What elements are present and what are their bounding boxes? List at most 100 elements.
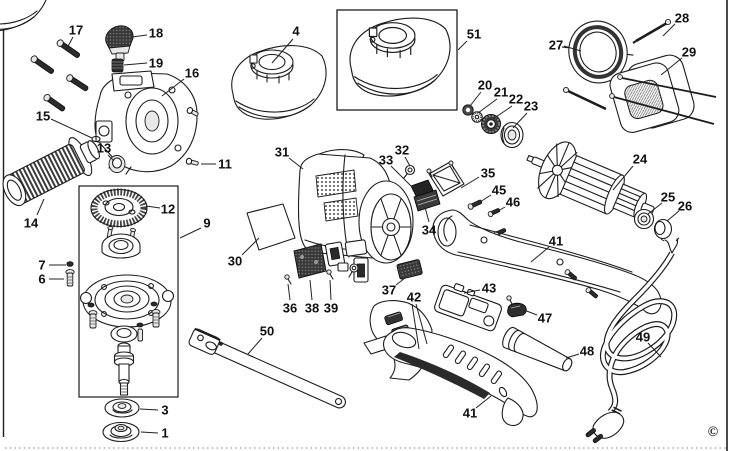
callout-34: 34	[422, 223, 437, 238]
part-3-inner-flange	[104, 398, 140, 418]
part-35-cover-plate	[426, 160, 465, 197]
leader-line-14	[36, 198, 45, 216]
part-11-screws	[185, 107, 199, 166]
leader-line-1	[140, 431, 159, 434]
leader-line-18	[131, 34, 148, 38]
leader-line-43	[463, 289, 481, 294]
part-27-baffle-ring	[561, 20, 634, 84]
callout-4: 4	[292, 24, 300, 39]
part-18-lock-button	[105, 25, 134, 62]
part-31-motor-housing	[297, 149, 414, 283]
callout-45: 45	[492, 183, 506, 198]
leader-line-50	[247, 337, 263, 355]
leader-line-9	[179, 227, 202, 239]
part-28-screw	[632, 18, 672, 44]
part-48-cord-protector	[502, 326, 573, 372]
callout-17: 17	[69, 23, 83, 38]
callout-27: 27	[549, 38, 563, 53]
callout-15: 15	[36, 109, 50, 124]
callout-24: 24	[633, 152, 648, 167]
leader-line-17	[65, 36, 74, 51]
part-7-nut	[66, 261, 74, 267]
callout-18: 18	[149, 26, 163, 41]
callout-51: 51	[467, 27, 481, 42]
callout-19: 19	[149, 56, 163, 71]
leader-line-22	[492, 105, 513, 120]
part-20-nut	[462, 104, 474, 116]
leader-line-25	[647, 202, 663, 215]
leader-line-37	[395, 277, 406, 286]
part-4-wheel-guard	[231, 45, 327, 120]
part-36-screw	[284, 274, 292, 285]
leader-line-49	[647, 342, 662, 358]
callout-13: 13	[97, 141, 111, 156]
leader-line-3	[139, 408, 159, 411]
callout-50: 50	[260, 324, 274, 339]
leader-line-12	[145, 205, 161, 209]
callout-29: 29	[682, 45, 696, 60]
leader-line-38	[309, 279, 313, 301]
part-24-armature	[526, 141, 655, 219]
part-51-wheel-guard-boxed	[336, 9, 458, 111]
leader-line-41	[475, 395, 492, 409]
leader-line-19	[123, 62, 148, 66]
callout-28: 28	[675, 11, 689, 26]
part-32-grommet	[403, 164, 416, 179]
callout-46: 46	[506, 195, 520, 210]
callout-7: 7	[38, 258, 45, 273]
part-6-screw	[65, 269, 75, 287]
callout-33: 33	[379, 153, 393, 168]
part-47-button	[506, 295, 527, 318]
callout-22: 22	[509, 92, 523, 107]
leader-line-42	[411, 303, 420, 350]
callout-20: 20	[478, 78, 492, 93]
callout-9: 9	[203, 216, 210, 231]
callout-43: 43	[482, 281, 496, 296]
callout-21: 21	[494, 85, 508, 100]
callout-39: 39	[324, 301, 338, 316]
part-41-housing-lower	[383, 327, 538, 427]
part-39-screw	[326, 269, 334, 280]
callout-31: 31	[275, 145, 289, 160]
callout-25: 25	[661, 190, 675, 205]
part-33-34-lock-lever	[410, 179, 441, 212]
part-19-spring	[111, 58, 124, 73]
part-17-screws	[30, 39, 89, 112]
leader-line-31	[288, 157, 304, 170]
leader-line-45	[479, 194, 492, 203]
part-29-field	[562, 54, 717, 133]
leader-line-36	[287, 283, 291, 301]
callout-42: 42	[407, 290, 421, 305]
leader-line-32	[404, 156, 411, 167]
callout-37: 37	[382, 283, 396, 298]
callout-35: 35	[481, 166, 495, 181]
leader-line-39	[329, 279, 332, 301]
callout-23: 23	[524, 99, 538, 114]
part-38-brush-cover	[293, 243, 327, 279]
leader-line-20	[469, 91, 482, 107]
part-22-fan-gear	[481, 114, 501, 134]
part-50-spanner-wrench	[188, 327, 346, 409]
part-41-housing-upper	[432, 209, 662, 315]
callout-32: 32	[395, 143, 409, 158]
part-45-screw	[467, 199, 483, 210]
callout-16: 16	[185, 66, 199, 81]
callout-14: 14	[24, 216, 39, 231]
part-46-screw	[487, 208, 501, 218]
copyright-symbol: ©	[708, 425, 719, 440]
callout-38: 38	[305, 301, 319, 316]
leader-line-15	[50, 118, 93, 139]
part-23-bearing	[500, 121, 524, 149]
callout-49: 49	[636, 330, 650, 345]
callout-30: 30	[228, 254, 242, 269]
leader-line-51	[457, 40, 468, 51]
leader-line-4	[271, 38, 294, 64]
callout-36: 36	[283, 301, 297, 316]
leader-line-27	[563, 45, 582, 52]
callout-6: 6	[38, 272, 45, 287]
part-14-side-handle	[2, 137, 100, 207]
callout-11: 11	[218, 157, 232, 172]
part-43-switch	[434, 283, 502, 332]
